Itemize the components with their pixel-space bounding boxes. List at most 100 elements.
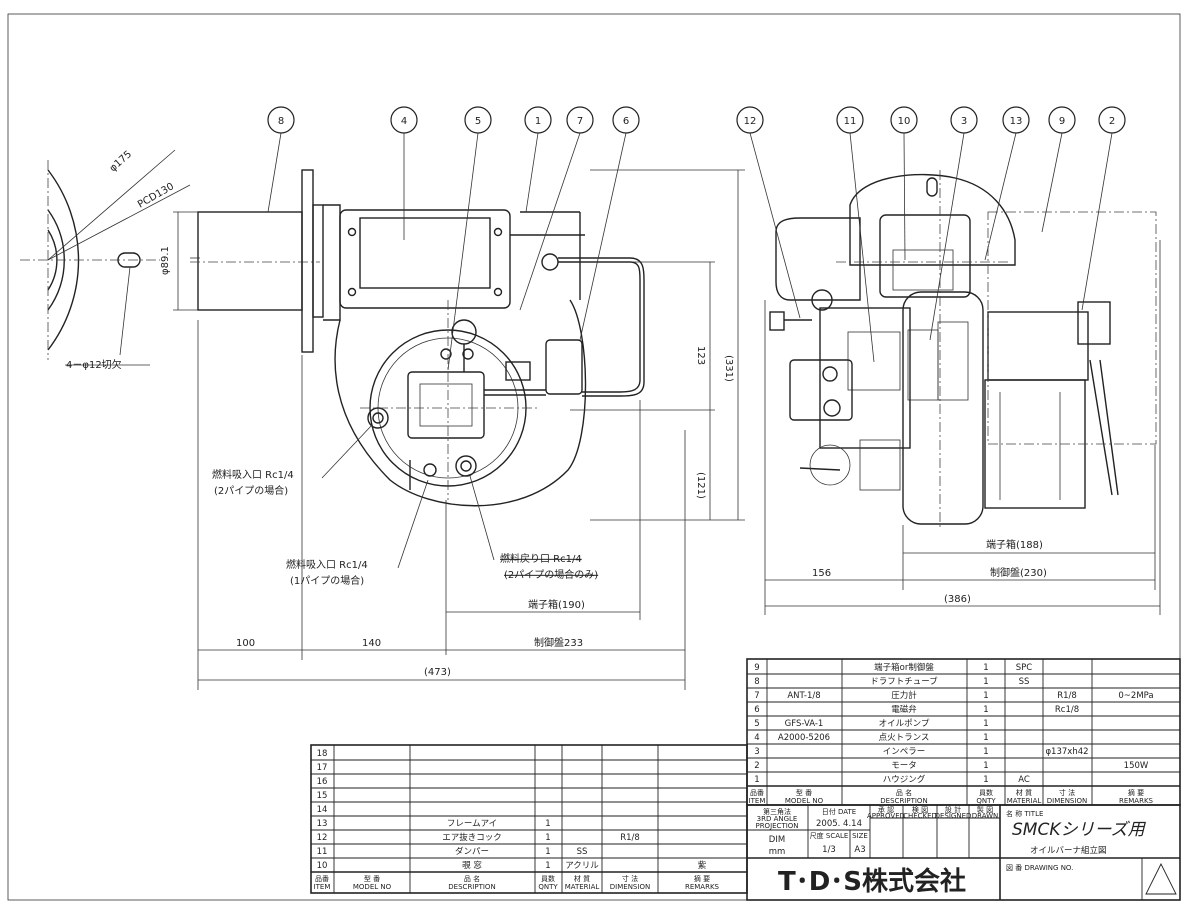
balloon-5-label: 5 [475,116,481,127]
dim-140: 140 [362,638,381,649]
pr-no-4: 4 [754,733,759,743]
pr-dim-6: Rc1/8 [1055,705,1079,715]
pr-qty-1: 1 [983,775,988,785]
pl-h-no-en: ITEM [314,883,331,891]
balloon-leaders [267,132,1113,371]
oil-pump [407,371,485,439]
dim-331: (331) [723,355,734,382]
ignition-transformer [339,209,511,309]
pr-qty-5: 1 [983,719,988,729]
balloon-11 [836,106,864,134]
pr-h-mat-en: MATERIAL [1007,797,1042,805]
dim-ctrl230: 制御盤(230) [990,566,1047,579]
parts-list-left: 18 17 16 15 14 13 フレームアイ 1 12 エア抜きコック 1 … [310,744,748,894]
sheet-border [7,13,1181,901]
balloon-2 [1098,106,1126,134]
pl-h-name-en: DESCRIPTION [448,883,495,891]
left-view-dimensions: 123 (331) (121) 端子箱(190) 100 140 制御盤233 … [197,169,745,690]
drawing-subtitle: オイルバーナ組立図 [1030,845,1107,856]
flange-outline [849,173,1016,266]
balloon-4-label: 4 [401,116,407,127]
pr-h-model-en: MODEL NO [785,797,824,805]
pl-h-qty-en: QNTY [538,883,558,891]
projection-jp: 第三角法 [763,807,791,816]
date-value: 2005. 4.14 [816,819,862,829]
pr-qty-2: 1 [983,761,988,771]
burner-end-view [769,170,1157,530]
pl-h-name: 品 名 [464,874,480,883]
projection-en2: PROJECTION [755,822,798,830]
date-label: 日付 DATE [822,807,856,816]
draft-tube [197,211,303,311]
pr-h-qty-en: QNTY [976,797,996,805]
note-inlet-2pipe: 燃料吸入口 Rc1/4 [212,468,294,481]
drawn-en: DRAWN [972,812,999,820]
approved-en: APPROVED [867,812,905,820]
pr-qty-8: 1 [983,677,988,687]
mounting-flange [301,169,314,353]
pl-no-15: 15 [317,791,328,801]
pr-mat-9: SPC [1016,663,1033,673]
housing-end [902,291,984,525]
scale-value: 1/3 [822,845,836,855]
pr-h-name: 品 名 [896,788,912,797]
dim-term188: 端子箱(188) [986,538,1043,551]
balloon-1 [524,106,552,134]
balloon-11-label: 11 [844,116,857,127]
balloon-7 [566,106,594,134]
air-vent-cock [811,289,833,311]
designed-label: 設 計 [945,805,961,814]
pl-no-13: 13 [317,819,328,829]
dim-phi89: φ89.1 [160,246,171,275]
balloon-8 [267,106,295,134]
pl-no-16: 16 [317,777,328,787]
pr-name-8: ドラフトチューブ [870,676,938,687]
pr-h-rem-en: REMARKS [1119,797,1154,805]
dim-slot-holes: 4－φ12切欠 [66,358,122,371]
pr-no-7: 7 [754,691,759,701]
dim-ctrl233: 制御盤233 [534,636,583,649]
pl-h-rem: 摘 要 [694,874,710,883]
drawn-label: 製 図 [977,805,993,814]
pr-no-6: 6 [754,705,759,715]
dim-label: DIM [769,835,785,845]
balloon-10 [890,106,918,134]
pl-name-13: フレームアイ [447,819,497,829]
balloon-2-label: 2 [1109,116,1115,127]
dim-123: 123 [695,346,706,365]
burner-side-view: φ89.1 [160,169,645,507]
pr-h-name-en: DESCRIPTION [880,797,927,805]
dim-term190: 端子箱(190) [528,598,585,611]
pr-h-qty: 員数 [979,788,993,797]
dim-386: (386) [944,594,971,605]
note-inlet-2pipe-sub: (2パイプの場合) [214,484,288,497]
pr-name-7: 圧力計 [891,690,917,701]
dim-phi175: φ175 [108,149,134,174]
title-block: 第三角法 3RD ANGLE PROJECTION 日付 DATE 2005. … [746,804,1181,901]
balloon-6 [612,106,640,134]
drawing-title: SMCKシリーズ用 [1012,820,1147,840]
pl-name-11: ダンパー [455,846,489,857]
drawing-no-label: 図 番 DRAWING NO. [1006,864,1073,872]
balloon-9 [1048,106,1076,134]
company-name: T･D･S株式会社 [778,866,966,897]
pr-h-dim-en: DIMENSION [1047,797,1087,805]
right-view-dimensions: 端子箱(188) 156 制御盤(230) (386) [764,240,1161,615]
pl-no-10: 10 [317,861,328,871]
pr-h-mat: 材 質 [1016,788,1032,797]
pl-rem-10: 紫 [698,861,707,871]
size-label: SIZE [852,832,868,840]
pr-dim-3: φ137xh42 [1045,747,1088,757]
designed-en: DESIGNED [935,812,972,820]
pr-qty-9: 1 [983,663,988,673]
balloon-13 [1002,106,1030,134]
pl-h-model-en: MODEL NO [353,883,392,891]
note-inlet-1pipe: 燃料吸入口 Rc1/4 [286,558,368,571]
pr-no-3: 3 [754,747,759,757]
balloon-7-label: 7 [577,116,583,127]
ignition-transformer-end [879,214,971,298]
note-return-sub: (2パイプの場合のみ) [504,568,598,581]
pr-no-1: 1 [754,775,759,785]
